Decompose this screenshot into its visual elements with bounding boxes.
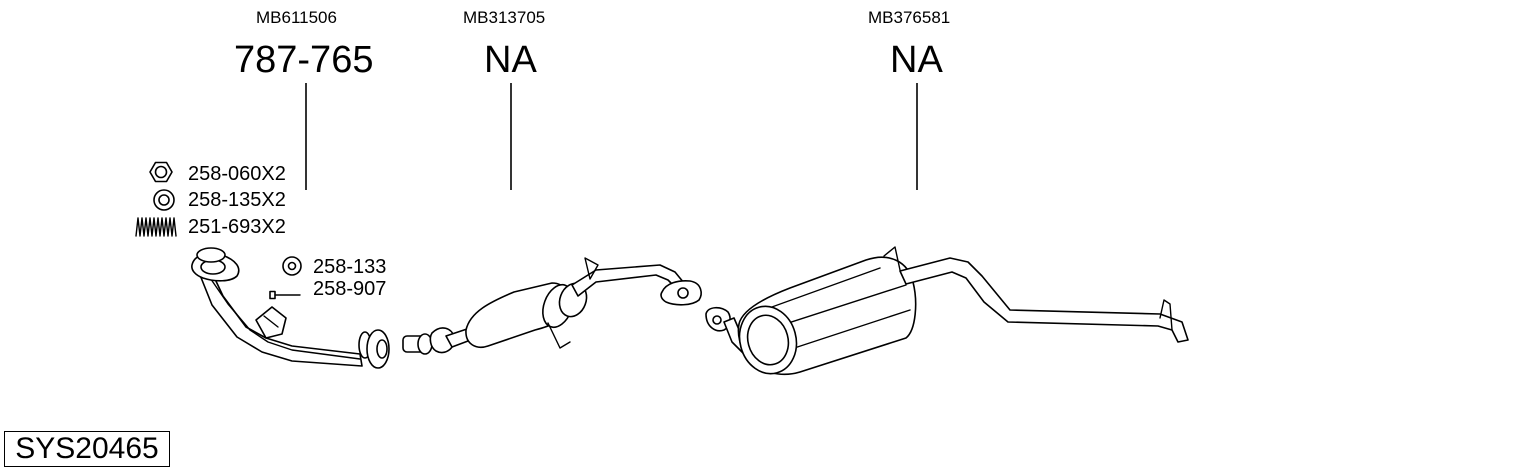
part-1-catalog-number: 787-765 xyxy=(234,39,374,81)
spring-part-number: 251-693X2 xyxy=(188,216,286,238)
hex-nut-icon xyxy=(149,161,173,183)
ring-icon xyxy=(153,189,175,211)
part-3-catalog-number: NA xyxy=(890,39,943,81)
gasket-part-number: 258-133 xyxy=(313,256,387,278)
front-pipe-drawing xyxy=(191,247,390,369)
bolt-icon xyxy=(269,290,301,300)
part-2-catalog-number: NA xyxy=(484,39,537,81)
part-2-oem-number: MB313705 xyxy=(463,8,546,27)
bolt-part-number: 258-907 xyxy=(313,278,387,300)
nut-part-number: 258-060X2 xyxy=(188,163,286,185)
part-3-oem-number: MB376581 xyxy=(868,8,951,27)
rear-muffler-drawing xyxy=(705,246,1189,376)
system-code-box: SYS20465 xyxy=(4,431,170,467)
part-1-oem-number: MB611506 xyxy=(256,8,337,27)
spring-icon xyxy=(135,217,177,237)
center-muffler-drawing xyxy=(402,257,702,355)
ring-part-number: 258-135X2 xyxy=(188,189,286,211)
gasket-icon xyxy=(282,256,302,276)
